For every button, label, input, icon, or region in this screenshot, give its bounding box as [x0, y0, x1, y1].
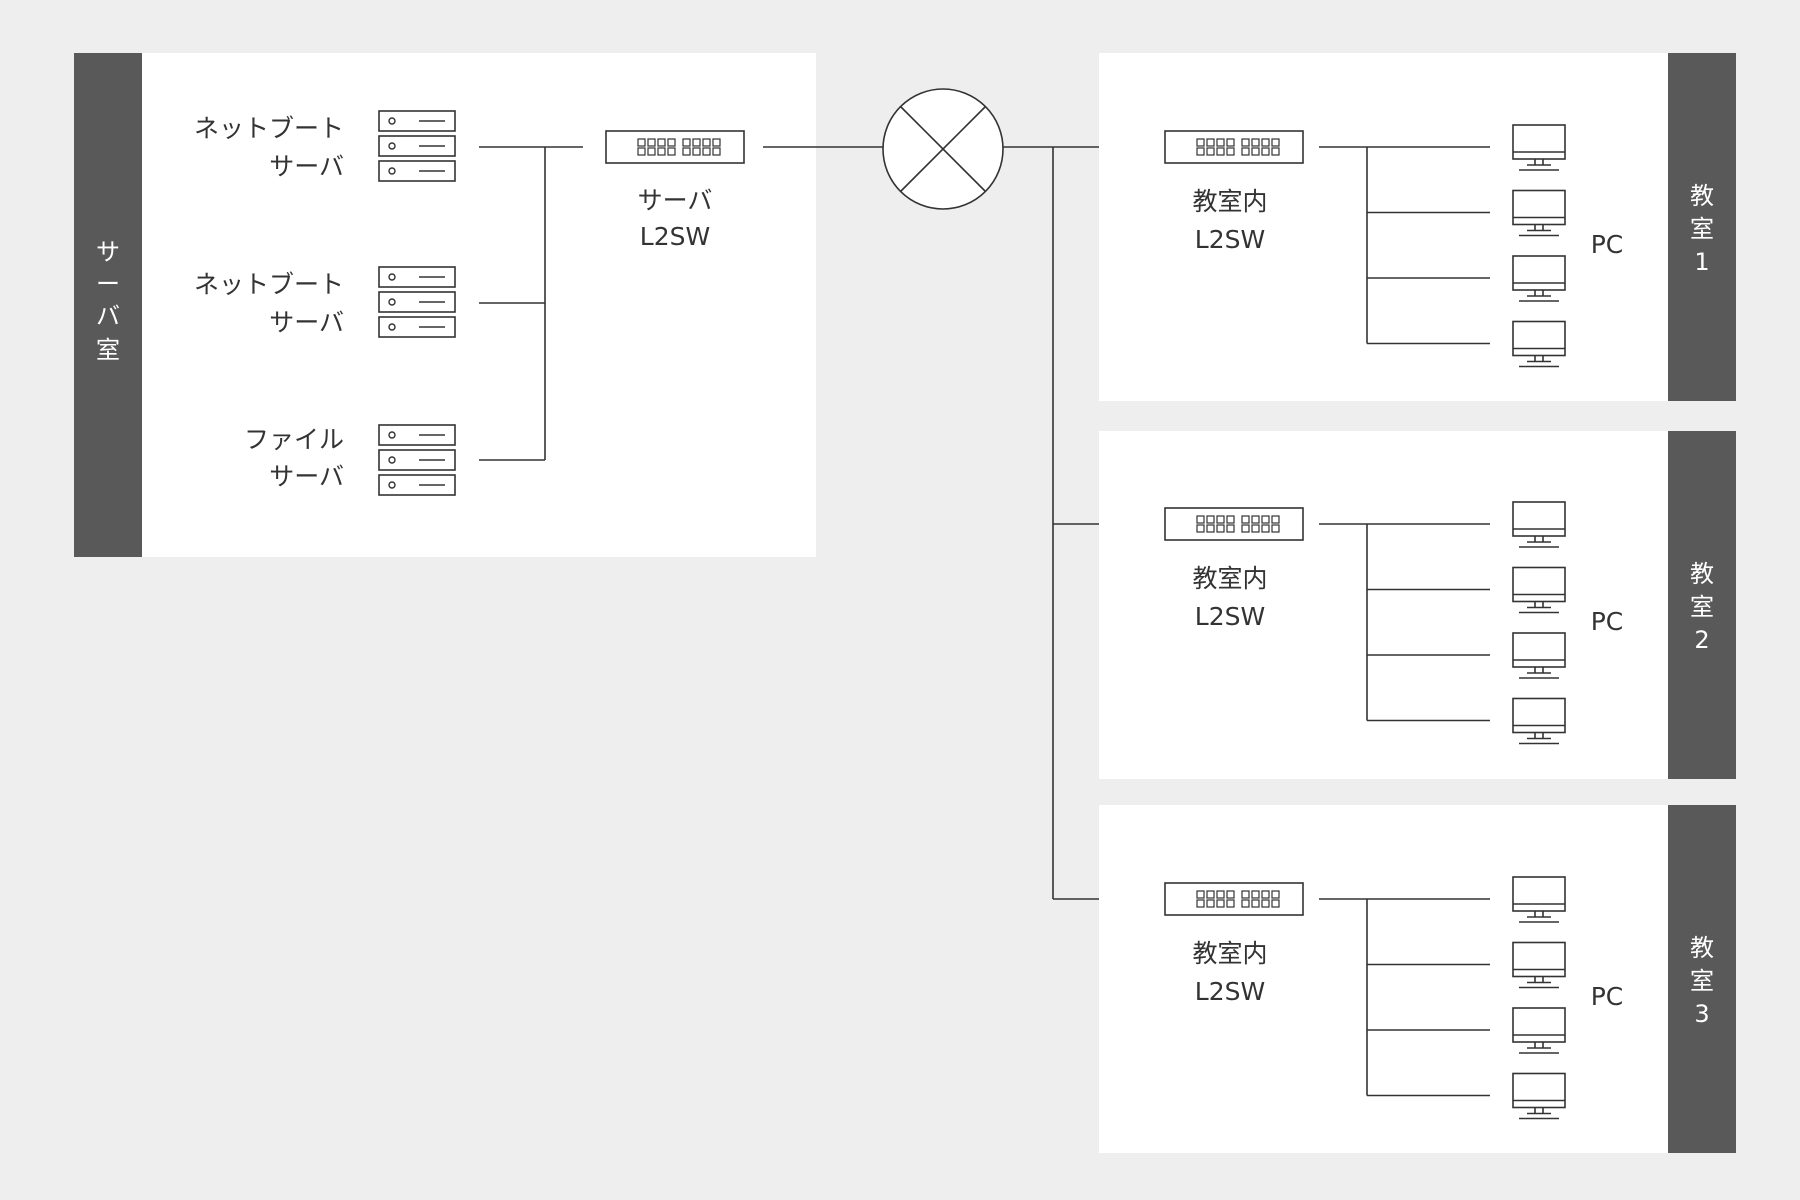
- pc-label: PC: [1591, 230, 1624, 259]
- classroom-band: [1668, 53, 1736, 401]
- network-switch-icon: [605, 130, 745, 164]
- classroom-3: 教室 3 教室内 L2SW PC: [1099, 805, 1736, 1153]
- rack-server-icon: [378, 424, 456, 496]
- classroom-links: [1319, 898, 1490, 1097]
- classroom-band: [1668, 431, 1736, 779]
- server-room-band: [74, 53, 142, 557]
- server-1: ネットブート サーバ: [194, 110, 456, 182]
- server-3-label-line2: サーバ: [269, 462, 344, 491]
- backbone-links: [763, 146, 1141, 900]
- classroom-links: [1319, 523, 1490, 722]
- pc-label: PC: [1591, 982, 1624, 1011]
- classroom-1: 教室 1 教室内 L2SW PC: [1099, 53, 1736, 401]
- server-2-label-line1: ネットブート: [194, 270, 344, 299]
- server-switch-label-line1: サーバ: [638, 186, 713, 215]
- server-room-label-4: 室: [96, 336, 120, 364]
- classroom-switch-label-line1: 教室内: [1192, 939, 1267, 968]
- classroom-label-1: 教: [1690, 560, 1714, 588]
- server-room-label-3: バ: [96, 302, 120, 330]
- classroom-label-2: 室: [1690, 215, 1714, 243]
- network-switch-icon: [1164, 882, 1304, 916]
- server-switch-label-line2: L2SW: [640, 222, 710, 251]
- server-2: ネットブート サーバ: [194, 266, 456, 338]
- pc-label: PC: [1591, 607, 1624, 636]
- classroom-switch-label-line1: 教室内: [1192, 187, 1267, 216]
- server-3: ファイル サーバ: [244, 424, 456, 496]
- classroom-band: [1668, 805, 1736, 1153]
- server-2-label-line2: サーバ: [269, 308, 344, 337]
- classroom-label-2: 室: [1690, 967, 1714, 995]
- classroom-label-1: 教: [1690, 182, 1714, 210]
- router-icon: [882, 88, 1004, 210]
- classroom-label-3: 2: [1694, 626, 1709, 654]
- classroom-label-3: 3: [1694, 1000, 1709, 1028]
- classroom-links: [1319, 146, 1490, 345]
- classroom-label-2: 室: [1690, 593, 1714, 621]
- rack-server-icon: [378, 110, 456, 182]
- classroom-switch-label-line2: L2SW: [1195, 602, 1265, 631]
- classroom-label-3: 1: [1694, 248, 1709, 276]
- classroom-switch-label-line1: 教室内: [1192, 564, 1267, 593]
- server-3-label-line1: ファイル: [244, 425, 344, 454]
- network-switch-icon: [1164, 130, 1304, 164]
- server-room-links: [479, 146, 583, 461]
- server-room-label-2: ー: [96, 270, 120, 298]
- network-switch-icon: [1164, 507, 1304, 541]
- classroom-switch-label-line2: L2SW: [1195, 977, 1265, 1006]
- server-1-label-line1: ネットブート: [194, 114, 344, 143]
- classroom-switch-label-line2: L2SW: [1195, 225, 1265, 254]
- classroom-label-1: 教: [1690, 934, 1714, 962]
- server-1-label-line2: サーバ: [269, 152, 344, 181]
- classroom-2: 教室 2 教室内 L2SW PC: [1099, 431, 1736, 779]
- rack-server-icon: [378, 266, 456, 338]
- server-room-label-1: サ: [96, 238, 120, 266]
- server-l2-switch: サーバ L2SW: [605, 130, 745, 251]
